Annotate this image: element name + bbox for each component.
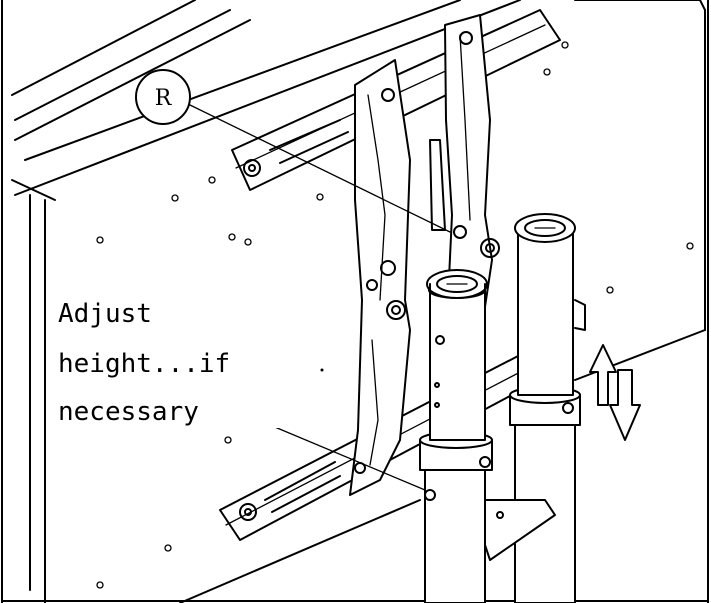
callout-letter: R [155,86,173,111]
left-bracket-arm [349,59,411,496]
up-down-arrow-icon [589,344,641,441]
instruction-line-3: necessary [58,397,199,427]
panel-dots [96,41,694,589]
wall-panel [11,0,706,603]
rear-pole [509,213,586,603]
instruction-line-1: Adjust [58,299,152,329]
instruction-text: Adjust height...if necessary [52,293,324,428]
leader-lines [189,104,451,491]
callout-marker: R [135,69,191,125]
base-foot [484,499,556,561]
instruction-line-2: height...if [58,349,230,379]
front-pole [419,269,493,603]
